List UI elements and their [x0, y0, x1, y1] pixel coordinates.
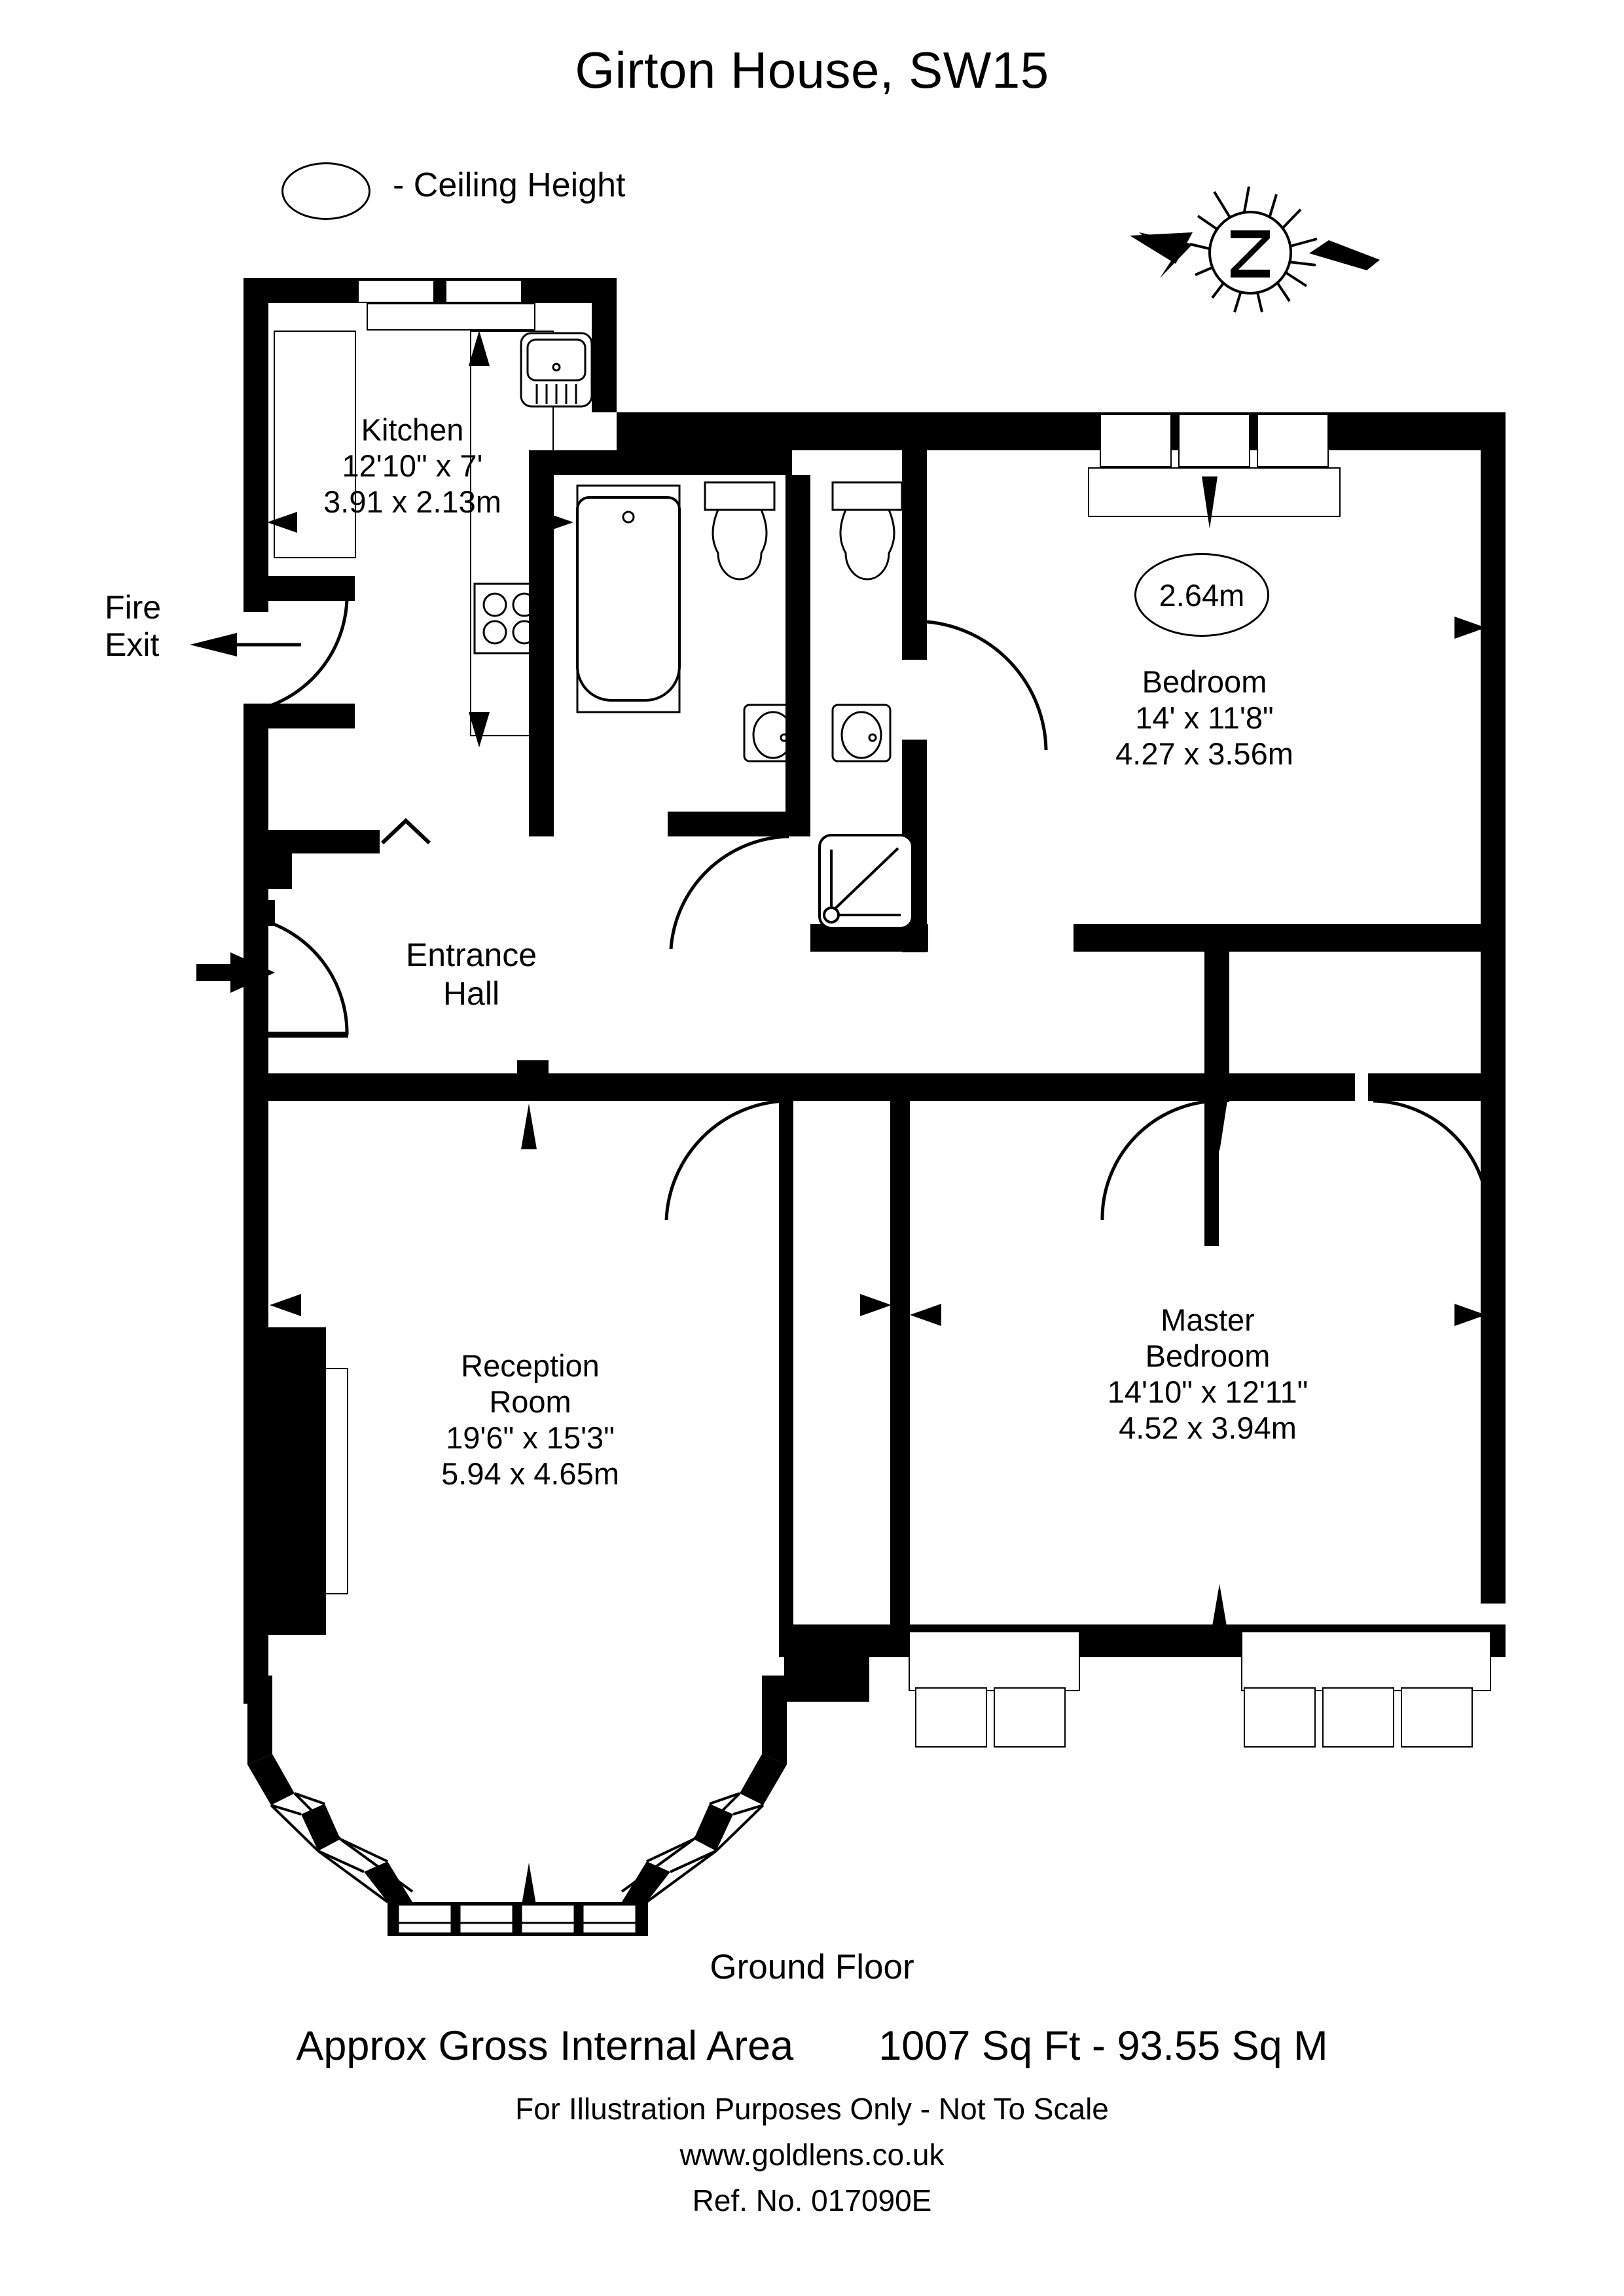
entrance-hall-annotation: Entrance Hall	[393, 936, 550, 1013]
room-name-bedroom: Bedroom	[1142, 664, 1267, 699]
window-bedroom-pane-3	[1257, 414, 1329, 467]
toilet-icon-1	[704, 481, 776, 581]
reference-number: Ref. No. 017090E	[692, 2183, 932, 2217]
room-label-kitchen: Kitchen 12'10" x 7' 3.91 x 2.13m	[281, 412, 543, 520]
room-imperial-bedroom: 14' x 11'8"	[1135, 700, 1274, 735]
door-swing-bathroom	[669, 834, 789, 950]
entrance-hall-line-2: Hall	[442, 975, 500, 1012]
window-bedroom-pane-1	[1100, 414, 1172, 467]
room-imperial-kitchen: 12'10" x 7'	[342, 448, 483, 483]
door-swing-entrance	[260, 918, 349, 1038]
door-swing-corridor	[1373, 1099, 1490, 1221]
fireplace-recess	[325, 1368, 348, 1594]
floor-name: Ground Floor	[710, 1948, 914, 1986]
wall-reception-right	[779, 1101, 793, 1624]
bay-window-reception	[247, 1676, 787, 1936]
window-board-master-right	[1241, 1631, 1491, 1691]
kitchen-sink-icon	[520, 332, 593, 408]
window-master-pane-5	[1401, 1687, 1473, 1748]
dimension-arrow-reception-bottom	[521, 1863, 537, 1909]
dimension-arrow-master-right	[1454, 1304, 1486, 1326]
window-bedroom-pane-2	[1178, 414, 1250, 467]
fire-exit-arrow-icon	[190, 633, 301, 656]
dimension-arrow-kitchen-top	[469, 331, 490, 366]
door-swing-reception	[664, 1099, 786, 1221]
room-label-bedroom: Bedroom 14' x 11'8" 4.27 x 3.56m	[1074, 664, 1335, 772]
window-master-pane-4	[1322, 1687, 1394, 1748]
wall-master-top-b	[1368, 1073, 1506, 1101]
page-title: Girton House, SW15	[575, 41, 1049, 99]
door-swing-bedroom	[926, 620, 1048, 751]
area-value: 1007 Sq Ft - 93.55 Sq M	[878, 2023, 1328, 2069]
wall-bath-left	[529, 450, 554, 836]
area-row: Approx Gross Internal Area 1007 Sq Ft - …	[0, 2022, 1624, 2070]
area-label: Approx Gross Internal Area	[296, 2023, 794, 2069]
wall-bedroom-bottom	[1074, 924, 1506, 952]
wall-exterior-left-upper	[244, 278, 268, 612]
room-metric-reception: 5.94 x 4.65m	[441, 1456, 619, 1491]
room-name-reception-2: Room	[489, 1384, 571, 1419]
dimension-arrow-kitchen-bottom	[469, 712, 490, 747]
dimension-arrow-reception-right	[860, 1294, 892, 1316]
wall-master-left	[890, 1101, 910, 1624]
room-imperial-reception: 19'6" x 15'3"	[446, 1420, 615, 1455]
entrance-hall-line-1: Entrance	[405, 937, 537, 973]
toilet-icon-2	[831, 481, 903, 581]
hall-corner-notch	[380, 817, 431, 845]
window-kitchen-a	[357, 279, 435, 303]
room-name-kitchen: Kitchen	[361, 412, 464, 447]
ceiling-height-value: 2.64m	[1159, 577, 1245, 613]
wall-bath-bottom	[668, 812, 792, 836]
dimension-arrow-reception-top	[521, 1103, 537, 1149]
room-metric-master: 4.52 x 3.94m	[1119, 1410, 1297, 1445]
room-name-master-1: Master	[1161, 1302, 1255, 1337]
worktop-kitchen-top	[367, 303, 535, 331]
window-master-pane-2	[994, 1687, 1066, 1748]
dimension-arrow-kitchen-left	[267, 512, 297, 533]
chimney-breast	[244, 1327, 326, 1635]
disclaimer: For Illustration Purposes Only - Not To …	[515, 2092, 1109, 2126]
fire-exit-annotation: Fire Exit	[105, 589, 161, 664]
wall-left-firedoor-upper-stub	[244, 576, 355, 601]
dimension-arrow-reception-left	[270, 1294, 301, 1316]
legend-label: - Ceiling Height	[393, 166, 626, 204]
shower-tray-icon	[818, 834, 914, 929]
room-name-master-2: Bedroom	[1145, 1338, 1271, 1373]
entrance-arrow-icon	[196, 952, 275, 993]
window-board-master-left	[909, 1631, 1080, 1691]
bathtub-icon	[576, 484, 681, 713]
website-link[interactable]: www.goldlens.co.uk	[679, 2138, 945, 2172]
room-metric-bedroom: 4.27 x 3.56m	[1115, 736, 1293, 771]
window-master-pane-1	[915, 1687, 987, 1748]
wall-hall-partition-b	[268, 830, 292, 889]
fire-exit-line-2: Exit	[105, 626, 160, 663]
door-swing-fire-exit	[260, 592, 349, 711]
dimension-arrow-master-left	[910, 1304, 941, 1326]
room-label-master-bedroom: Master Bedroom 14'10" x 12'11" 4.52 x 3.…	[1070, 1302, 1345, 1446]
wall-wetroom-right	[902, 450, 927, 660]
window-master-pane-3	[1244, 1687, 1316, 1748]
room-name-reception-1: Reception	[461, 1348, 600, 1383]
wall-master-top-stub	[1204, 1102, 1219, 1246]
wall-hall-south-stub	[517, 1060, 549, 1101]
washbasin-icon-2	[831, 704, 892, 762]
wall-reception-bottom-right	[779, 1624, 877, 1657]
compass-rose-icon	[1130, 186, 1380, 313]
ceiling-height-badge-bedroom: 2.64m	[1134, 553, 1269, 637]
dimension-arrow-bedroom-right	[1454, 617, 1486, 639]
wall-kitchen-right-jamb	[592, 278, 617, 412]
window-kitchen-b	[445, 279, 522, 303]
dimension-arrow-master-top	[1212, 1101, 1227, 1152]
room-imperial-master: 14'10" x 12'11"	[1107, 1374, 1308, 1409]
ceiling-height-symbol-icon	[281, 162, 370, 220]
room-label-reception-room: Reception Room 19'6" x 15'3" 5.94 x 4.65…	[393, 1348, 668, 1492]
dimension-arrow-master-bottom	[1212, 1584, 1227, 1630]
fire-exit-line-1: Fire	[105, 589, 162, 626]
wall-master-top-a	[785, 1073, 1355, 1101]
door-swing-master	[1100, 1099, 1218, 1221]
wall-wetroom-divider	[785, 475, 810, 836]
dimension-arrow-bedroom-top	[1202, 476, 1218, 529]
room-metric-kitchen: 3.91 x 2.13m	[323, 484, 501, 519]
wall-bedroom-right	[1481, 412, 1506, 1604]
